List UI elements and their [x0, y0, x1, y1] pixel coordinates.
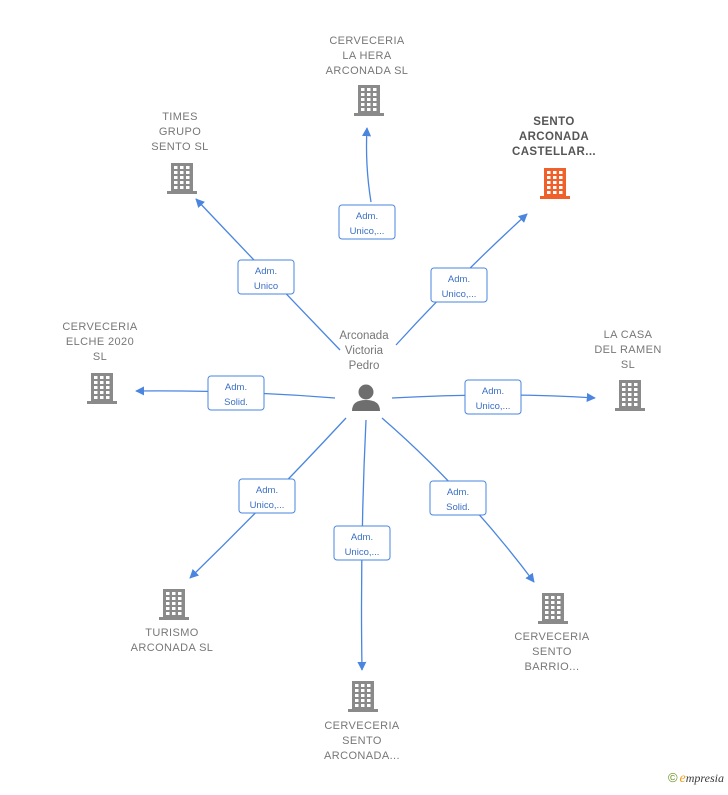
person-name-line-3: Pedro	[349, 360, 380, 372]
relation-label-box[interactable]	[464, 379, 522, 415]
company-node-cerveceria-sento-barrio[interactable]: CERVECERIA SENTO BARRIO...	[514, 593, 590, 673]
edge-turismo-arconada: Adm. Unico,...	[189, 417, 347, 579]
company-name-line: CERVECERIA	[62, 321, 138, 333]
relation-label-line: Adm.	[482, 386, 504, 397]
relation-label-box[interactable]	[333, 525, 391, 561]
company-node-la-casa-del-ramen[interactable]: LA CASA DEL RAMEN SL	[594, 329, 661, 411]
company-name-line: LA HERA	[342, 50, 392, 62]
relation-label-line: Adm.	[351, 532, 373, 543]
relation-label-line: Unico	[254, 281, 278, 292]
brand-watermark: ©empresia	[668, 770, 724, 787]
relation-label-box[interactable]	[430, 267, 488, 303]
building-icon	[159, 589, 189, 620]
company-name-line: SENTO	[342, 735, 382, 747]
building-icon	[538, 593, 568, 624]
relation-label-line: Unico,...	[345, 547, 380, 558]
company-name-line: ARCONADA	[519, 131, 589, 143]
company-name-line: GRUPO	[159, 126, 201, 138]
center-person-node[interactable]: Arconada Victoria Pedro	[339, 330, 389, 411]
company-name-line: SENTO	[533, 116, 574, 128]
company-name-line: TURISMO	[145, 627, 199, 639]
company-name-line: ARCONADA SL	[131, 642, 214, 654]
relation-label-box[interactable]	[207, 375, 265, 411]
relation-label-line: Unico,...	[476, 401, 511, 412]
company-name-line: ARCONADA SL	[326, 65, 409, 77]
company-name-line: ELCHE 2020	[66, 336, 134, 348]
company-name-line: CERVECERIA	[324, 720, 400, 732]
copyright-icon: ©	[667, 770, 678, 785]
building-icon	[87, 373, 117, 404]
company-name-line: SENTO SL	[151, 141, 208, 153]
edge-cerveceria-la-hera: Adm. Unico,...	[338, 127, 396, 240]
relation-label-line: Adm.	[225, 382, 247, 393]
brand-name: mpresia	[685, 771, 724, 785]
relation-label-line: Solid.	[224, 397, 248, 408]
relation-label-box[interactable]	[237, 259, 295, 295]
company-name-line: ARCONADA...	[324, 750, 400, 762]
person-icon	[352, 384, 380, 411]
person-name-line-1: Arconada	[339, 330, 389, 342]
person-name-line-2: Victoria	[345, 345, 384, 357]
company-name-line: CERVECERIA	[514, 631, 590, 643]
relation-label-box[interactable]	[238, 478, 296, 514]
company-node-times-grupo-sento[interactable]: TIMES GRUPO SENTO SL	[151, 111, 208, 194]
building-icon	[354, 85, 384, 116]
edge-sento-arconada-castellar: Adm. Unico,...	[395, 213, 528, 346]
company-node-cerveceria-sento-arconada[interactable]: CERVECERIA SENTO ARCONADA...	[324, 681, 400, 762]
relation-label-line: Adm.	[256, 485, 278, 496]
relation-label-line: Adm.	[447, 487, 469, 498]
relation-label-line: Adm.	[356, 211, 378, 222]
company-name-line: CASTELLAR...	[512, 146, 596, 158]
edge-times-grupo-sento: Adm. Unico	[195, 198, 341, 351]
relation-label-box[interactable]	[338, 204, 396, 240]
relation-label-line: Unico,...	[350, 226, 385, 237]
edge-line	[362, 127, 372, 203]
relation-label-line: Adm.	[255, 266, 277, 277]
edges-layer: Adm.Unico,...Adm.Unico,...Adm.Unico,...A…	[135, 127, 596, 671]
relation-label-line: Solid.	[446, 502, 470, 513]
company-name-line: TIMES	[162, 111, 198, 123]
edge-cerveceria-sento-arconada: Adm. Unico,...	[333, 419, 391, 671]
company-name-line: DEL RAMEN	[594, 344, 661, 356]
company-name-line: LA CASA	[604, 329, 653, 341]
company-node-sento-arconada-castellar[interactable]: SENTO ARCONADA CASTELLAR...	[512, 116, 596, 199]
company-name-line: SENTO	[532, 646, 572, 658]
company-name-line: SL	[93, 351, 107, 363]
building-icon	[615, 380, 645, 411]
company-node-turismo-arconada[interactable]: TURISMO ARCONADA SL	[131, 589, 214, 654]
company-name-line: BARRIO...	[525, 661, 580, 673]
nodes-layer: CERVECERIA LA HERA ARCONADA SL SENTO ARCONAD…	[62, 35, 661, 762]
relation-label-box[interactable]	[429, 480, 487, 516]
edge-cerveceria-sento-barrio: Adm. Solid.	[381, 417, 535, 583]
edge-cerveceria-elche-2020: Adm. Solid.	[135, 375, 336, 411]
company-node-cerveceria-la-hera[interactable]: CERVECERIA LA HERA ARCONADA SL	[326, 35, 409, 116]
company-name-line: SL	[621, 359, 635, 371]
relation-label-line: Adm.	[448, 274, 470, 285]
building-icon	[167, 163, 197, 194]
edge-la-casa-del-ramen: Adm. Unico,...	[391, 379, 596, 415]
building-icon	[540, 168, 570, 199]
company-name-line: CERVECERIA	[329, 35, 405, 47]
relation-label-line: Unico,...	[250, 500, 285, 511]
relation-label-line: Unico,...	[442, 289, 477, 300]
building-icon	[348, 681, 378, 712]
brand-logo-letter: e	[679, 771, 686, 786]
